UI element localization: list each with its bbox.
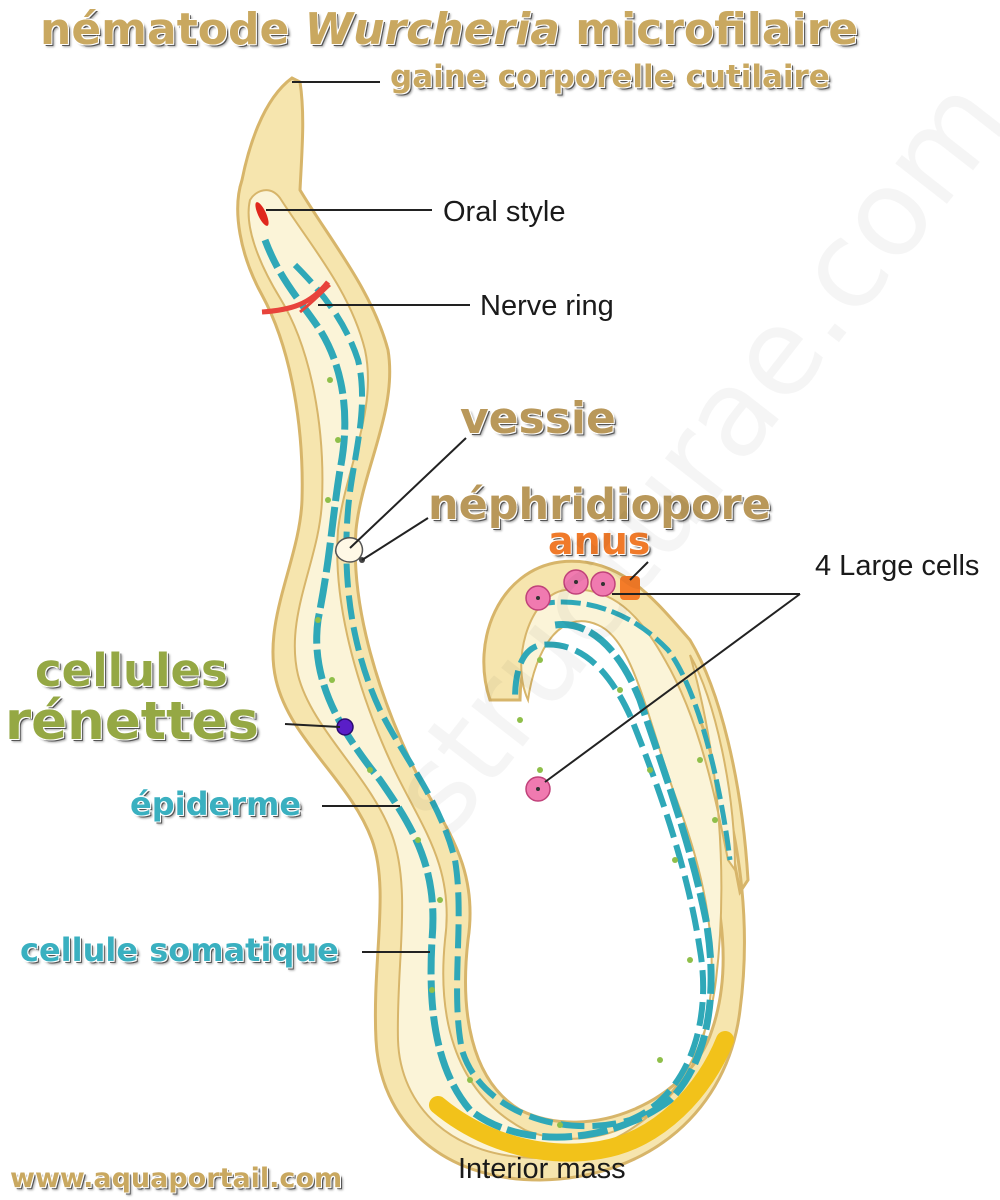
label-cellule-somatique: cellule somatique bbox=[20, 931, 339, 969]
oral-style bbox=[255, 202, 269, 226]
granule bbox=[537, 767, 543, 773]
large-cell bbox=[601, 582, 605, 586]
label-vessie: vessie bbox=[460, 393, 616, 444]
worm-body bbox=[236, 76, 750, 1182]
nerve-ring-back bbox=[299, 283, 331, 314]
large-cell bbox=[536, 596, 540, 600]
nerve-ring bbox=[261, 280, 330, 315]
granule bbox=[415, 837, 421, 843]
structures bbox=[255, 202, 734, 1162]
granule bbox=[329, 677, 335, 683]
granule bbox=[517, 717, 523, 723]
website-url: www.aquaportail.com bbox=[10, 1163, 343, 1194]
granule bbox=[647, 767, 653, 773]
large-cells bbox=[525, 569, 616, 802]
granule bbox=[325, 497, 331, 503]
granule bbox=[437, 897, 443, 903]
label-nephridiopore: néphridiopore bbox=[428, 480, 771, 530]
large-cell bbox=[536, 787, 540, 791]
granule bbox=[657, 1057, 663, 1063]
epidermis-strand-upper-loop bbox=[534, 599, 733, 861]
label-renettes: rénettes bbox=[5, 691, 259, 752]
leader-vessie bbox=[349, 437, 467, 549]
leader-large-cells-lower bbox=[544, 593, 801, 783]
label-oral-style: Oral style bbox=[443, 196, 566, 228]
granule bbox=[557, 1122, 563, 1128]
label-nerve-ring: Nerve ring bbox=[480, 290, 614, 322]
label-cellules: cellules bbox=[35, 644, 228, 697]
label-anus: anus bbox=[548, 519, 651, 563]
granule bbox=[429, 987, 435, 993]
granule bbox=[617, 687, 623, 693]
leader-anus bbox=[629, 561, 649, 581]
leader-nephridiopore bbox=[361, 517, 429, 561]
title-italic: Wurcheria bbox=[304, 4, 560, 55]
granule bbox=[537, 657, 543, 663]
granule bbox=[367, 767, 373, 773]
granule bbox=[687, 957, 693, 963]
label-epiderme: épiderme bbox=[130, 785, 302, 823]
epidermis-strand-left bbox=[261, 238, 715, 1141]
title-part1: nématode bbox=[40, 4, 305, 55]
label-large-cells: 4 Large cells bbox=[815, 550, 980, 582]
leader-lines bbox=[266, 81, 801, 953]
label-interior-mass: Interior mass bbox=[458, 1153, 626, 1185]
leader-renettes bbox=[284, 723, 341, 728]
title-part2: microfilaire bbox=[559, 4, 859, 55]
granule bbox=[672, 857, 678, 863]
granule bbox=[335, 437, 341, 443]
granule bbox=[315, 617, 321, 623]
granules bbox=[315, 377, 718, 1128]
label-gaine: gaine corporelle cutilaire bbox=[390, 59, 830, 95]
interior-mass-band bbox=[429, 1031, 734, 1162]
granule bbox=[712, 817, 718, 823]
granule bbox=[467, 1077, 473, 1083]
large-cell bbox=[574, 580, 578, 584]
page-title: nématode Wurcheria microfilaire bbox=[40, 8, 858, 52]
granule bbox=[697, 757, 703, 763]
granule bbox=[327, 377, 333, 383]
